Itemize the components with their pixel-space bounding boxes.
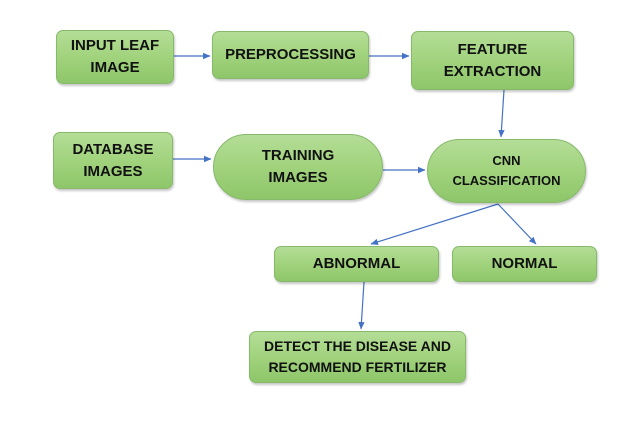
normal-node: NORMAL bbox=[452, 246, 597, 282]
arrow-cnn-to-normal bbox=[497, 203, 537, 245]
input-leaf-image-node: INPUT LEAF IMAGE bbox=[56, 30, 174, 84]
training-images-node: TRAINING IMAGES bbox=[213, 134, 383, 200]
preprocessing-node: PREPROCESSING bbox=[212, 31, 369, 79]
database-images-node: DATABASE IMAGES bbox=[53, 132, 173, 189]
arrow-abnormal-to-detect bbox=[358, 281, 365, 330]
detect-recommend-node: DETECT THE DISEASE AND RECOMMEND FERTILI… bbox=[249, 331, 466, 383]
feature-extraction-node: FEATURE EXTRACTION bbox=[411, 31, 574, 90]
arrow-feature-to-cnn bbox=[498, 89, 505, 138]
cnn-classification-node: CNN CLASSIFICATION bbox=[427, 139, 586, 203]
arrow-cnn-to-abnormal bbox=[370, 203, 499, 245]
abnormal-node: ABNORMAL bbox=[274, 246, 439, 282]
